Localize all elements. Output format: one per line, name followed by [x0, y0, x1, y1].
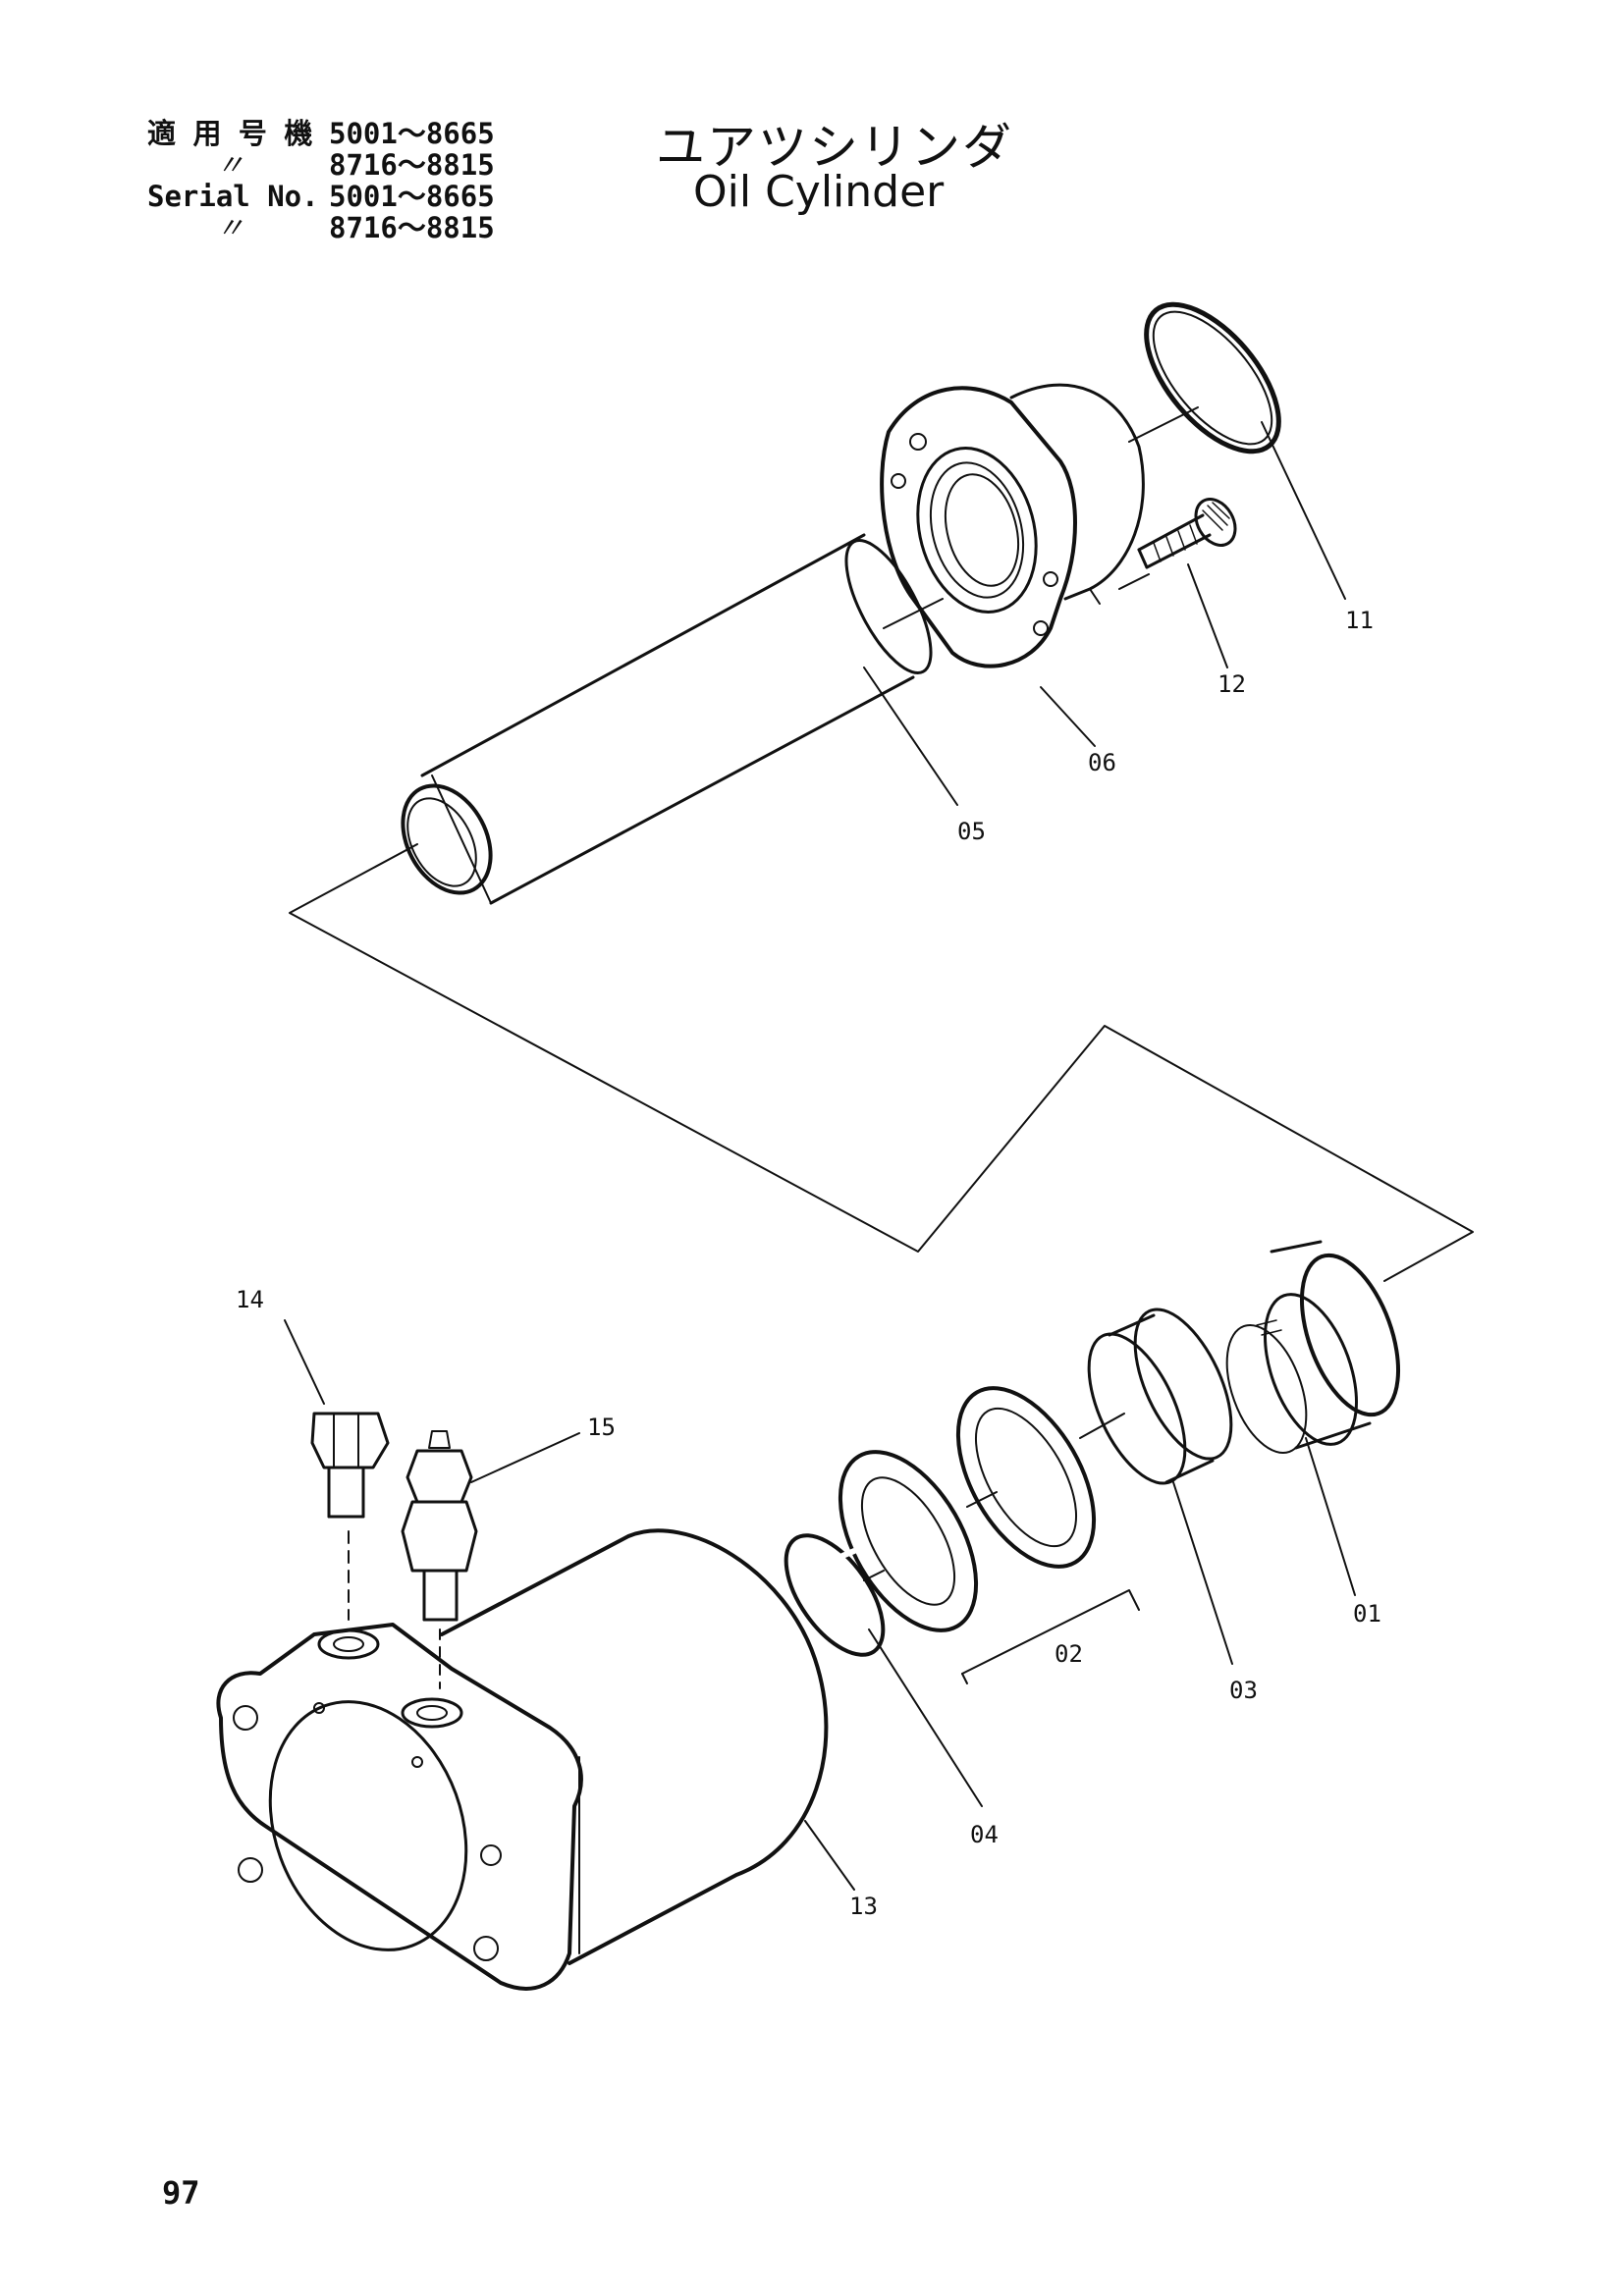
serial-row-range: 5001～8665 [329, 117, 495, 150]
plug-part-14 [310, 1412, 390, 1621]
serial-row: 〃 8716～8815 [147, 212, 495, 243]
callout-02: 02 [1055, 1640, 1083, 1668]
serial-row-ditto: 〃 [216, 148, 245, 182]
serial-row-ditto: 〃 [216, 211, 245, 244]
callout-05: 05 [957, 818, 986, 845]
seal-set-part-02 [838, 1386, 1140, 1684]
callout-15: 15 [587, 1414, 616, 1441]
serial-number-block: 適 用 号 機 5001～8665 〃 8716～8815 Serial No.… [147, 118, 495, 243]
flange-cover-part-06 [880, 383, 1150, 668]
serial-row-label: Serial No. [147, 180, 319, 213]
assembly-guide-lines [289, 843, 1474, 1282]
page-number: 97 [162, 2174, 200, 2212]
callout-12: 12 [1217, 670, 1246, 698]
serial-row-range: 5001～8665 [329, 180, 495, 213]
title-japanese: ユアツシリンダ [656, 119, 1013, 176]
leader-lines [284, 421, 1356, 1891]
cylinder-body-part-13 [216, 1528, 829, 1991]
callout-01: 01 [1353, 1600, 1381, 1628]
piston-part-01 [1225, 1240, 1401, 1455]
piston-rod-part-05 [401, 533, 944, 905]
callout-14: 14 [236, 1286, 264, 1313]
callout-11: 11 [1345, 607, 1374, 634]
callout-06: 06 [1088, 749, 1116, 776]
serial-row-range: 8716～8815 [329, 148, 495, 182]
callout-13: 13 [849, 1893, 878, 1920]
o-ring-part-11 [1128, 301, 1281, 454]
serial-row: 〃 8716～8815 [147, 149, 495, 181]
bushing-part-03 [1087, 1308, 1233, 1485]
grease-fitting-part-15 [401, 1430, 478, 1689]
title-english: Oil Cylinder [693, 167, 945, 217]
serial-row: 適 用 号 機 5001～8665 [147, 118, 495, 149]
callout-03: 03 [1229, 1677, 1258, 1704]
bolt-part-12 [1137, 498, 1237, 569]
snap-ring-part-04 [784, 1533, 886, 1657]
callout-04: 04 [970, 1821, 999, 1848]
serial-row: Serial No. 5001～8665 [147, 181, 495, 212]
serial-row-label: 適 用 号 機 [147, 117, 313, 150]
callout-labels: 11 12 06 05 01 02 03 04 13 14 15 [236, 607, 1381, 1920]
serial-row-range: 8716～8815 [329, 211, 495, 244]
